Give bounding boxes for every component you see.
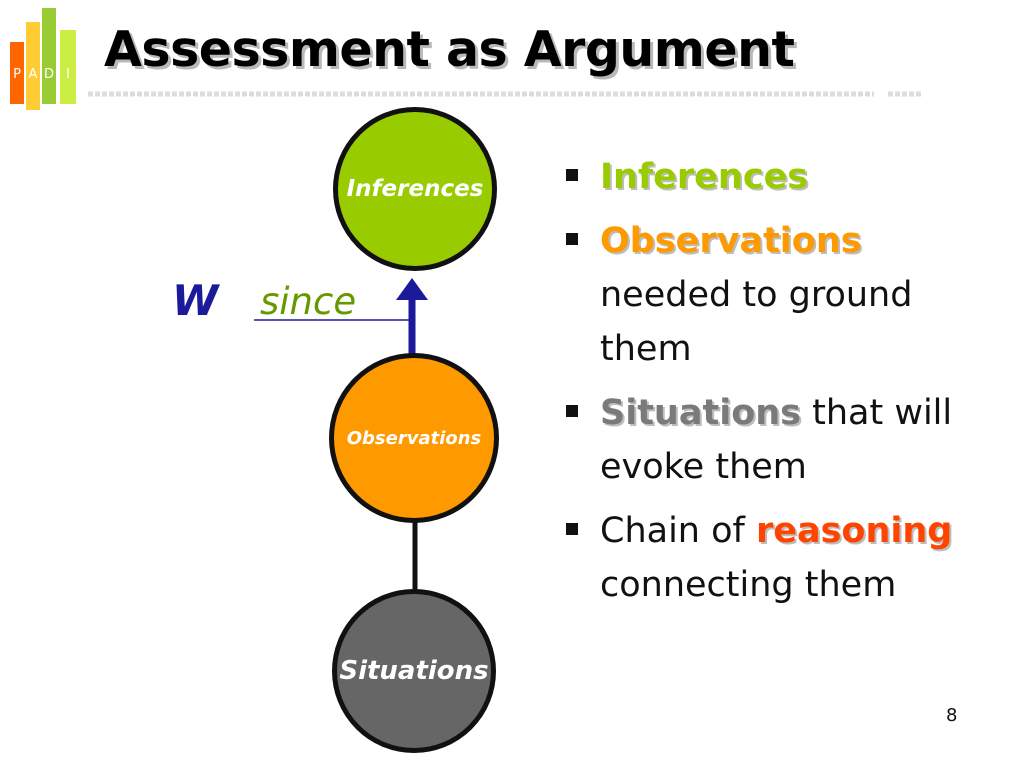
situations-node: Situations <box>332 589 496 753</box>
logo-letter-d: D <box>44 67 54 82</box>
bullet-text: connecting them <box>600 565 897 605</box>
bullet-situations: Situations that will evoke them <box>560 386 1000 494</box>
bullet-keyword: Situations <box>600 393 801 433</box>
slide-title: Assessment as Argument <box>104 21 795 78</box>
warrant-letter: W <box>172 276 219 325</box>
bullet-list: Inferences Observations needed to ground… <box>560 150 1000 622</box>
inferences-node: Inferences <box>333 107 497 271</box>
situations-node-label: Situations <box>339 656 489 686</box>
padi-logo-graphic: P A D I <box>10 8 76 110</box>
bullet-prefix: Chain of <box>600 511 756 551</box>
warrant-since-label: since <box>260 280 357 323</box>
bullet-keyword: reasoning <box>755 511 953 551</box>
diagram-connectors <box>254 278 428 592</box>
logo-letter-i: I <box>66 67 70 82</box>
observations-node: Observations <box>329 353 499 523</box>
bullet-observations: Observations needed to ground them <box>560 214 1000 376</box>
padi-logo: P A D I <box>8 8 84 112</box>
bullet-inferences: Inferences <box>560 150 1000 204</box>
bullet-reasoning: Chain of reasoning connecting them <box>560 504 1000 612</box>
title-divider <box>88 91 923 97</box>
bullet-text: needed to ground them <box>600 275 913 369</box>
bullet-keyword: Observations <box>600 221 862 261</box>
argument-diagram: Inferences Observations Situations W sin… <box>172 107 499 753</box>
logo-letter-p: P <box>13 67 21 82</box>
bullet-text: that will evoke them <box>600 393 953 487</box>
observations-node-label: Observations <box>346 427 482 449</box>
page-number: 8 <box>946 705 958 726</box>
bullet-keyword: Inferences <box>600 157 809 197</box>
logo-letter-a: A <box>29 67 38 82</box>
inferences-node-label: Inferences <box>346 176 484 202</box>
inference-arrow-head <box>396 278 428 300</box>
